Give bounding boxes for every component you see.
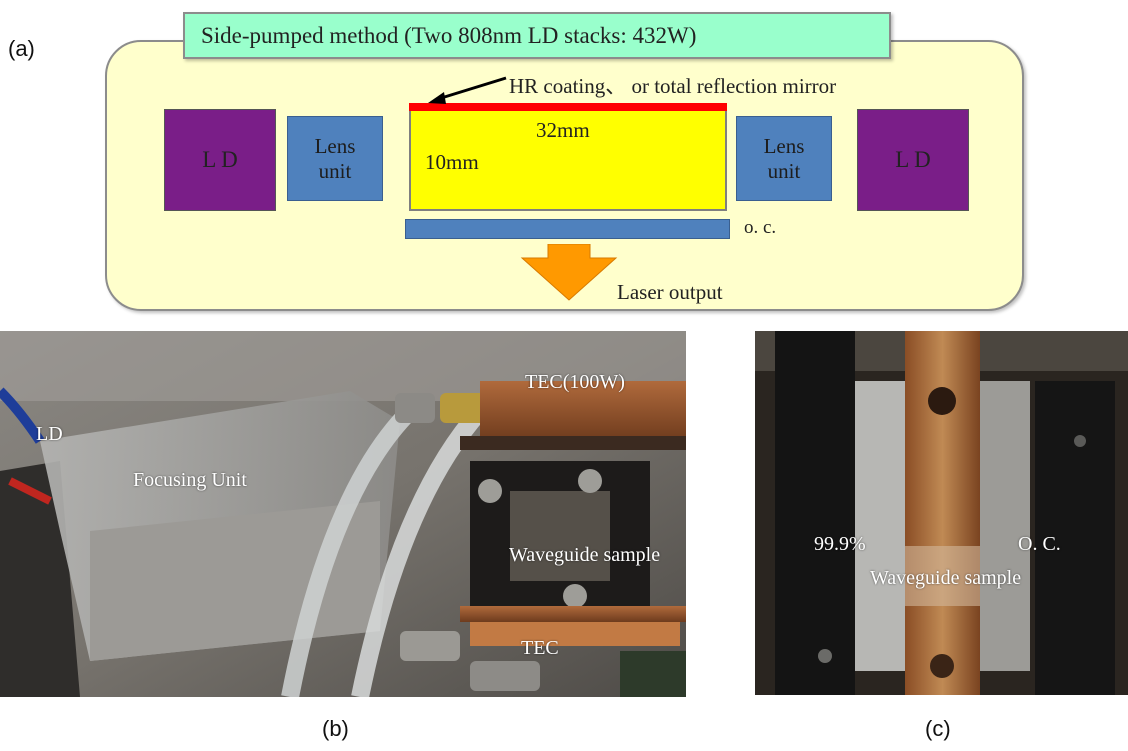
lens-left-line1: Lens — [314, 133, 356, 158]
panel-label-a: (a) — [8, 36, 35, 61]
label-tec-100w: TEC(100W) — [525, 371, 625, 393]
label-ld: LD — [36, 423, 63, 445]
photo-setup: LD Focusing Unit TEC(100W) Waveguide sam… — [0, 331, 686, 697]
label-output-coupler: O. C. — [1018, 533, 1061, 555]
label-waveguide-sample-b: Waveguide sample — [509, 544, 661, 566]
lens-left-line2: unit — [318, 158, 352, 183]
crystal-width-label: 10mm — [425, 150, 479, 174]
ld-left-label: L D — [202, 147, 238, 172]
ld-left: L D — [164, 109, 276, 211]
lens-right-line1: Lens — [763, 133, 805, 158]
label-waveguide-sample-c: Waveguide sample — [870, 567, 1022, 589]
photo-setup-image — [0, 331, 686, 697]
photo-closeup-image — [755, 331, 1128, 695]
oc-label: o. c. — [744, 217, 777, 238]
gain-crystal — [409, 103, 727, 211]
crystal-length-label: 32mm — [536, 118, 590, 142]
ld-right-label: L D — [895, 147, 931, 172]
lens-right-line2: unit — [767, 158, 801, 183]
output-coupler — [405, 219, 730, 239]
lens-unit-right: Lens unit — [736, 116, 832, 201]
panel-label-c: (c) — [925, 716, 951, 741]
laser-output-arrow — [520, 244, 618, 301]
laser-output-label: Laser output — [617, 280, 723, 304]
label-reflectivity: 99.9% — [814, 533, 866, 555]
diagram-title: Side-pumped method (Two 808nm LD stacks:… — [183, 12, 891, 59]
hr-pointer-arrow — [428, 76, 507, 104]
ld-right: L D — [857, 109, 969, 211]
panel-label-b: (b) — [322, 716, 349, 741]
lens-unit-left: Lens unit — [287, 116, 383, 201]
hr-coating — [409, 103, 727, 111]
hr-coating-label: HR coating、 or total reflection mirror — [509, 74, 837, 98]
label-tec-bottom: TEC — [521, 637, 559, 659]
photo-closeup: 99.9% O. C. Waveguide sample — [755, 331, 1128, 695]
label-focusing-unit: Focusing Unit — [133, 469, 247, 491]
